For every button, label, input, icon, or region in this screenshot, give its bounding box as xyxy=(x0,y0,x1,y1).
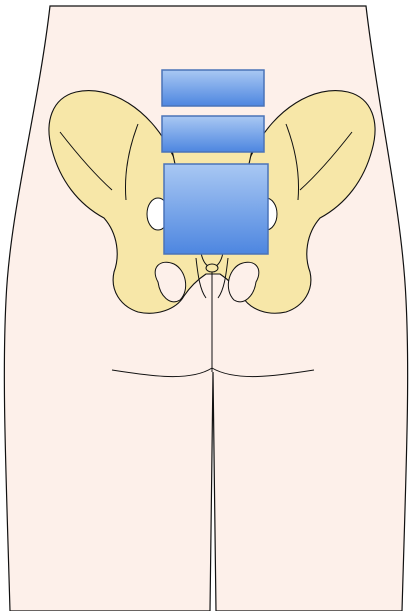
marker-box-top xyxy=(162,70,264,106)
marker-box-middle xyxy=(162,116,264,152)
coccyx-tip xyxy=(206,264,218,272)
marker-box-bottom xyxy=(164,164,268,254)
